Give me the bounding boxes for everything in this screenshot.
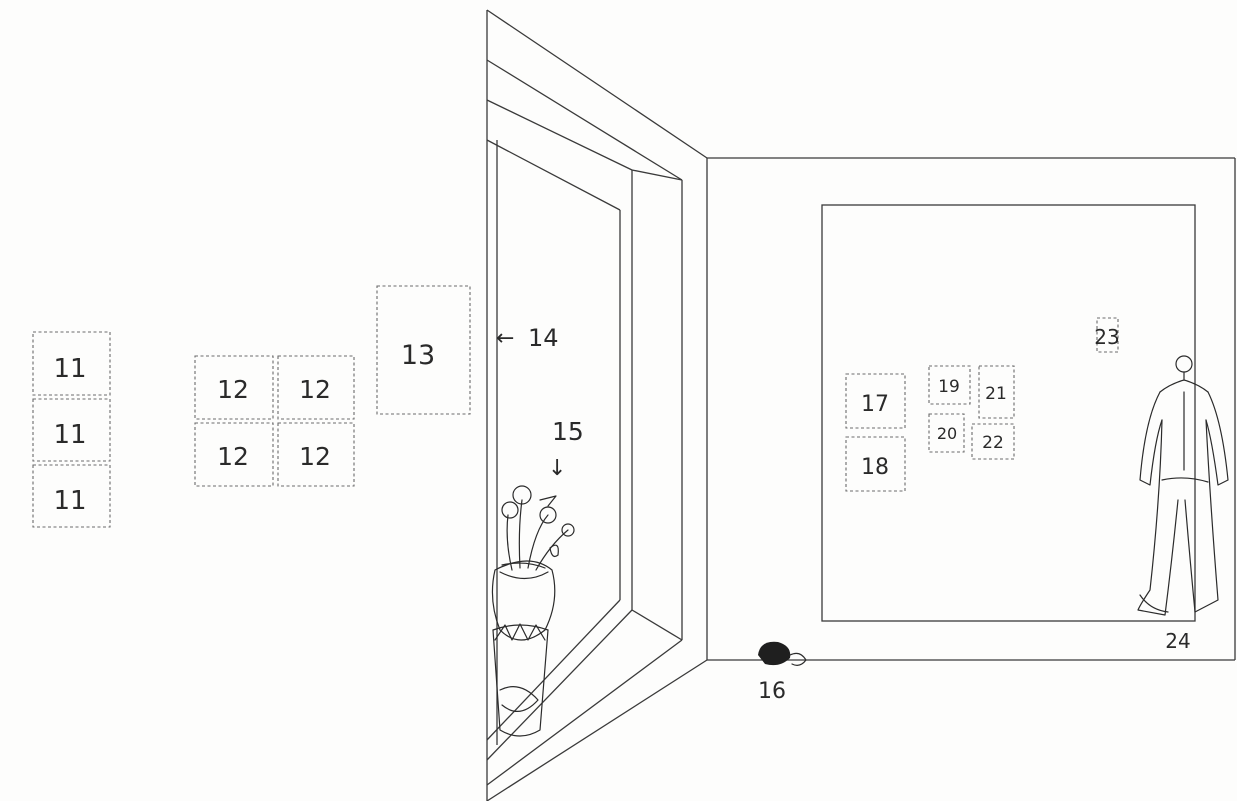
frame-11-bottom-label: 11 <box>53 486 86 516</box>
back-wall <box>707 158 1235 660</box>
frame-18-label: 18 <box>861 455 889 480</box>
back-wall-frames: 17 18 19 20 21 22 23 <box>846 318 1120 491</box>
mouse-16: 16 <box>758 642 806 704</box>
left-arrow-icon: ← <box>496 326 514 351</box>
frame-group-11: 11 11 11 <box>33 332 110 527</box>
frame-12-d-label: 12 <box>299 442 331 471</box>
frame-13: 13 <box>377 286 470 414</box>
coat-hanger-icon <box>1138 356 1228 615</box>
frame-20-label: 20 <box>937 424 957 443</box>
window-14-label: 14 <box>528 324 559 352</box>
frame-12-a-label: 12 <box>217 375 249 404</box>
frame-23-label: 23 <box>1094 325 1119 349</box>
mouse-16-label: 16 <box>758 679 786 704</box>
frame-22-label: 22 <box>982 433 1004 453</box>
flower-vase-icon <box>492 486 574 736</box>
frame-12-c-label: 12 <box>217 442 249 471</box>
down-arrow-icon: ↓ <box>548 456 566 481</box>
frame-11-middle-label: 11 <box>53 420 86 450</box>
frame-12-b-label: 12 <box>299 375 331 404</box>
coat-24: 24 <box>1138 356 1228 653</box>
vase-15: 15 ↓ <box>492 417 583 736</box>
left-wall <box>487 10 707 801</box>
coat-24-label: 24 <box>1165 629 1190 653</box>
frame-13-label: 13 <box>401 340 435 371</box>
frame-17-label: 17 <box>861 392 889 417</box>
frame-group-12: 12 12 12 12 <box>195 356 354 486</box>
mouse-icon <box>758 642 790 665</box>
window-14-annotation: ← 14 <box>496 324 559 352</box>
vase-15-label: 15 <box>552 417 584 446</box>
frame-11-top-label: 11 <box>53 354 86 384</box>
frame-19-label: 19 <box>938 377 960 397</box>
frame-21-label: 21 <box>985 384 1007 404</box>
